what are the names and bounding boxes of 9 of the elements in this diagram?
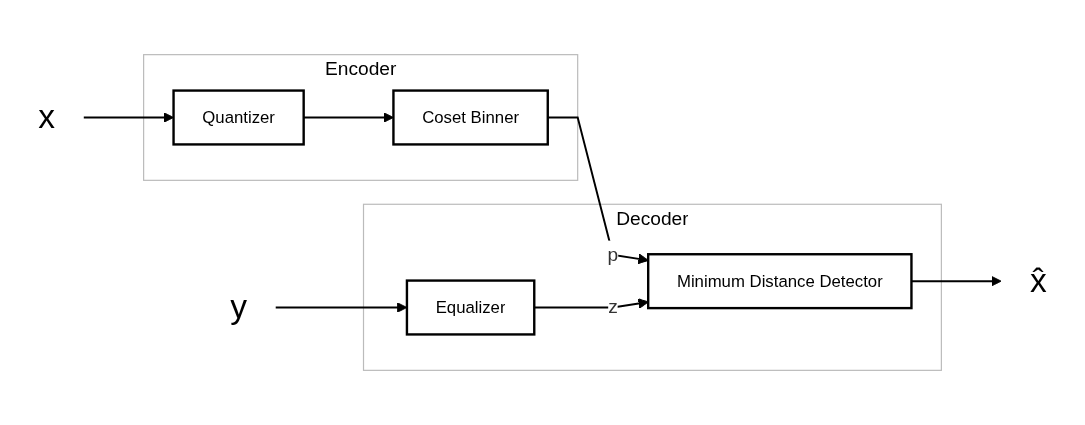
node-text: y bbox=[230, 288, 247, 326]
node-box: Quantizer bbox=[172, 89, 305, 146]
edge-label: p bbox=[607, 244, 619, 265]
node-box: Coset Binner bbox=[392, 89, 549, 146]
node-box: Equalizer bbox=[405, 279, 536, 336]
node-text: x bbox=[38, 98, 56, 136]
node-box: Minimum Distance Detector bbox=[647, 253, 913, 310]
edge-label: z bbox=[608, 296, 618, 318]
node-text: x̂ bbox=[1029, 262, 1047, 300]
